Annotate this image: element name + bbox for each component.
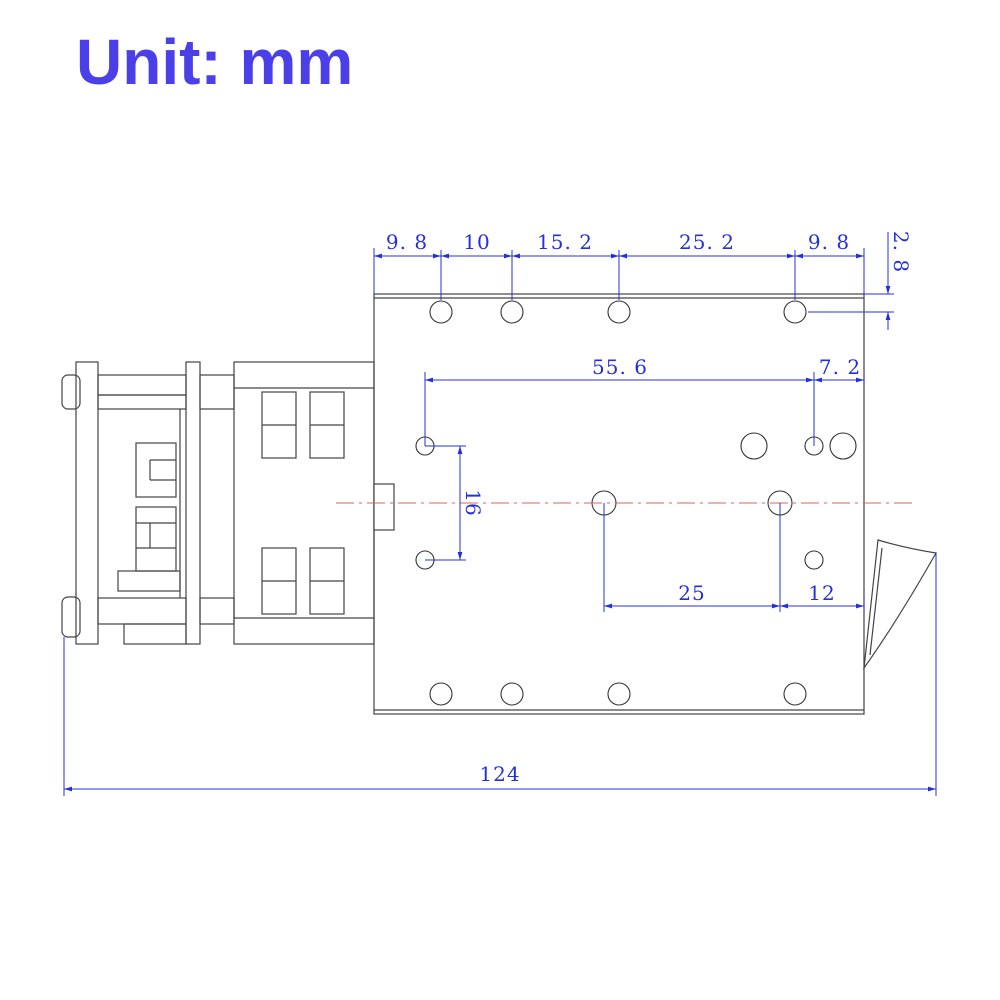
hole: [500, 682, 524, 706]
dim-top-offset: 2. 8: [808, 231, 913, 330]
unit-title: Unit: mm: [76, 26, 354, 98]
dim-label: 124: [479, 762, 520, 786]
fan-screw-bottom: [61, 596, 81, 638]
hole: [607, 300, 631, 324]
connector-bottom: [135, 506, 177, 572]
hole: [429, 682, 453, 706]
plate-tab: [373, 483, 395, 531]
hole: [429, 300, 453, 324]
dim-label: 55. 6: [592, 355, 648, 379]
fan-plate-left: [75, 361, 99, 645]
dim-label: 25. 2: [679, 230, 735, 254]
dim-label: 25: [678, 581, 705, 605]
dim-overall: 124: [63, 553, 937, 796]
dim-label: 9. 8: [386, 230, 428, 254]
hole: [740, 432, 768, 460]
hole: [783, 300, 807, 324]
dim-vertical: 16: [425, 445, 485, 561]
hole: [783, 682, 807, 706]
fan-screw-top: [61, 374, 81, 410]
hole: [829, 432, 857, 460]
lens-nozzle: [863, 539, 937, 671]
dim-label: 9. 8: [808, 230, 850, 254]
dim-label: 15. 2: [537, 230, 593, 254]
dim-label: 2. 8: [889, 231, 913, 273]
dim-label: 10: [463, 230, 490, 254]
hole: [804, 550, 824, 570]
dim-top-row: 9. 8 10 15. 2 25. 2 9. 8: [373, 230, 865, 300]
dim-mid-row: 55. 6 7. 2: [424, 355, 865, 446]
connector-top: [135, 442, 177, 498]
dim-label: 16: [461, 489, 485, 516]
dim-label: 12: [808, 581, 835, 605]
fan-assembly: [61, 361, 235, 645]
hole: [500, 300, 524, 324]
dim-bottom-row: 25 12: [603, 503, 865, 612]
hole: [607, 682, 631, 706]
fan-plate-right: [185, 361, 201, 645]
dim-label: 7. 2: [819, 355, 861, 379]
